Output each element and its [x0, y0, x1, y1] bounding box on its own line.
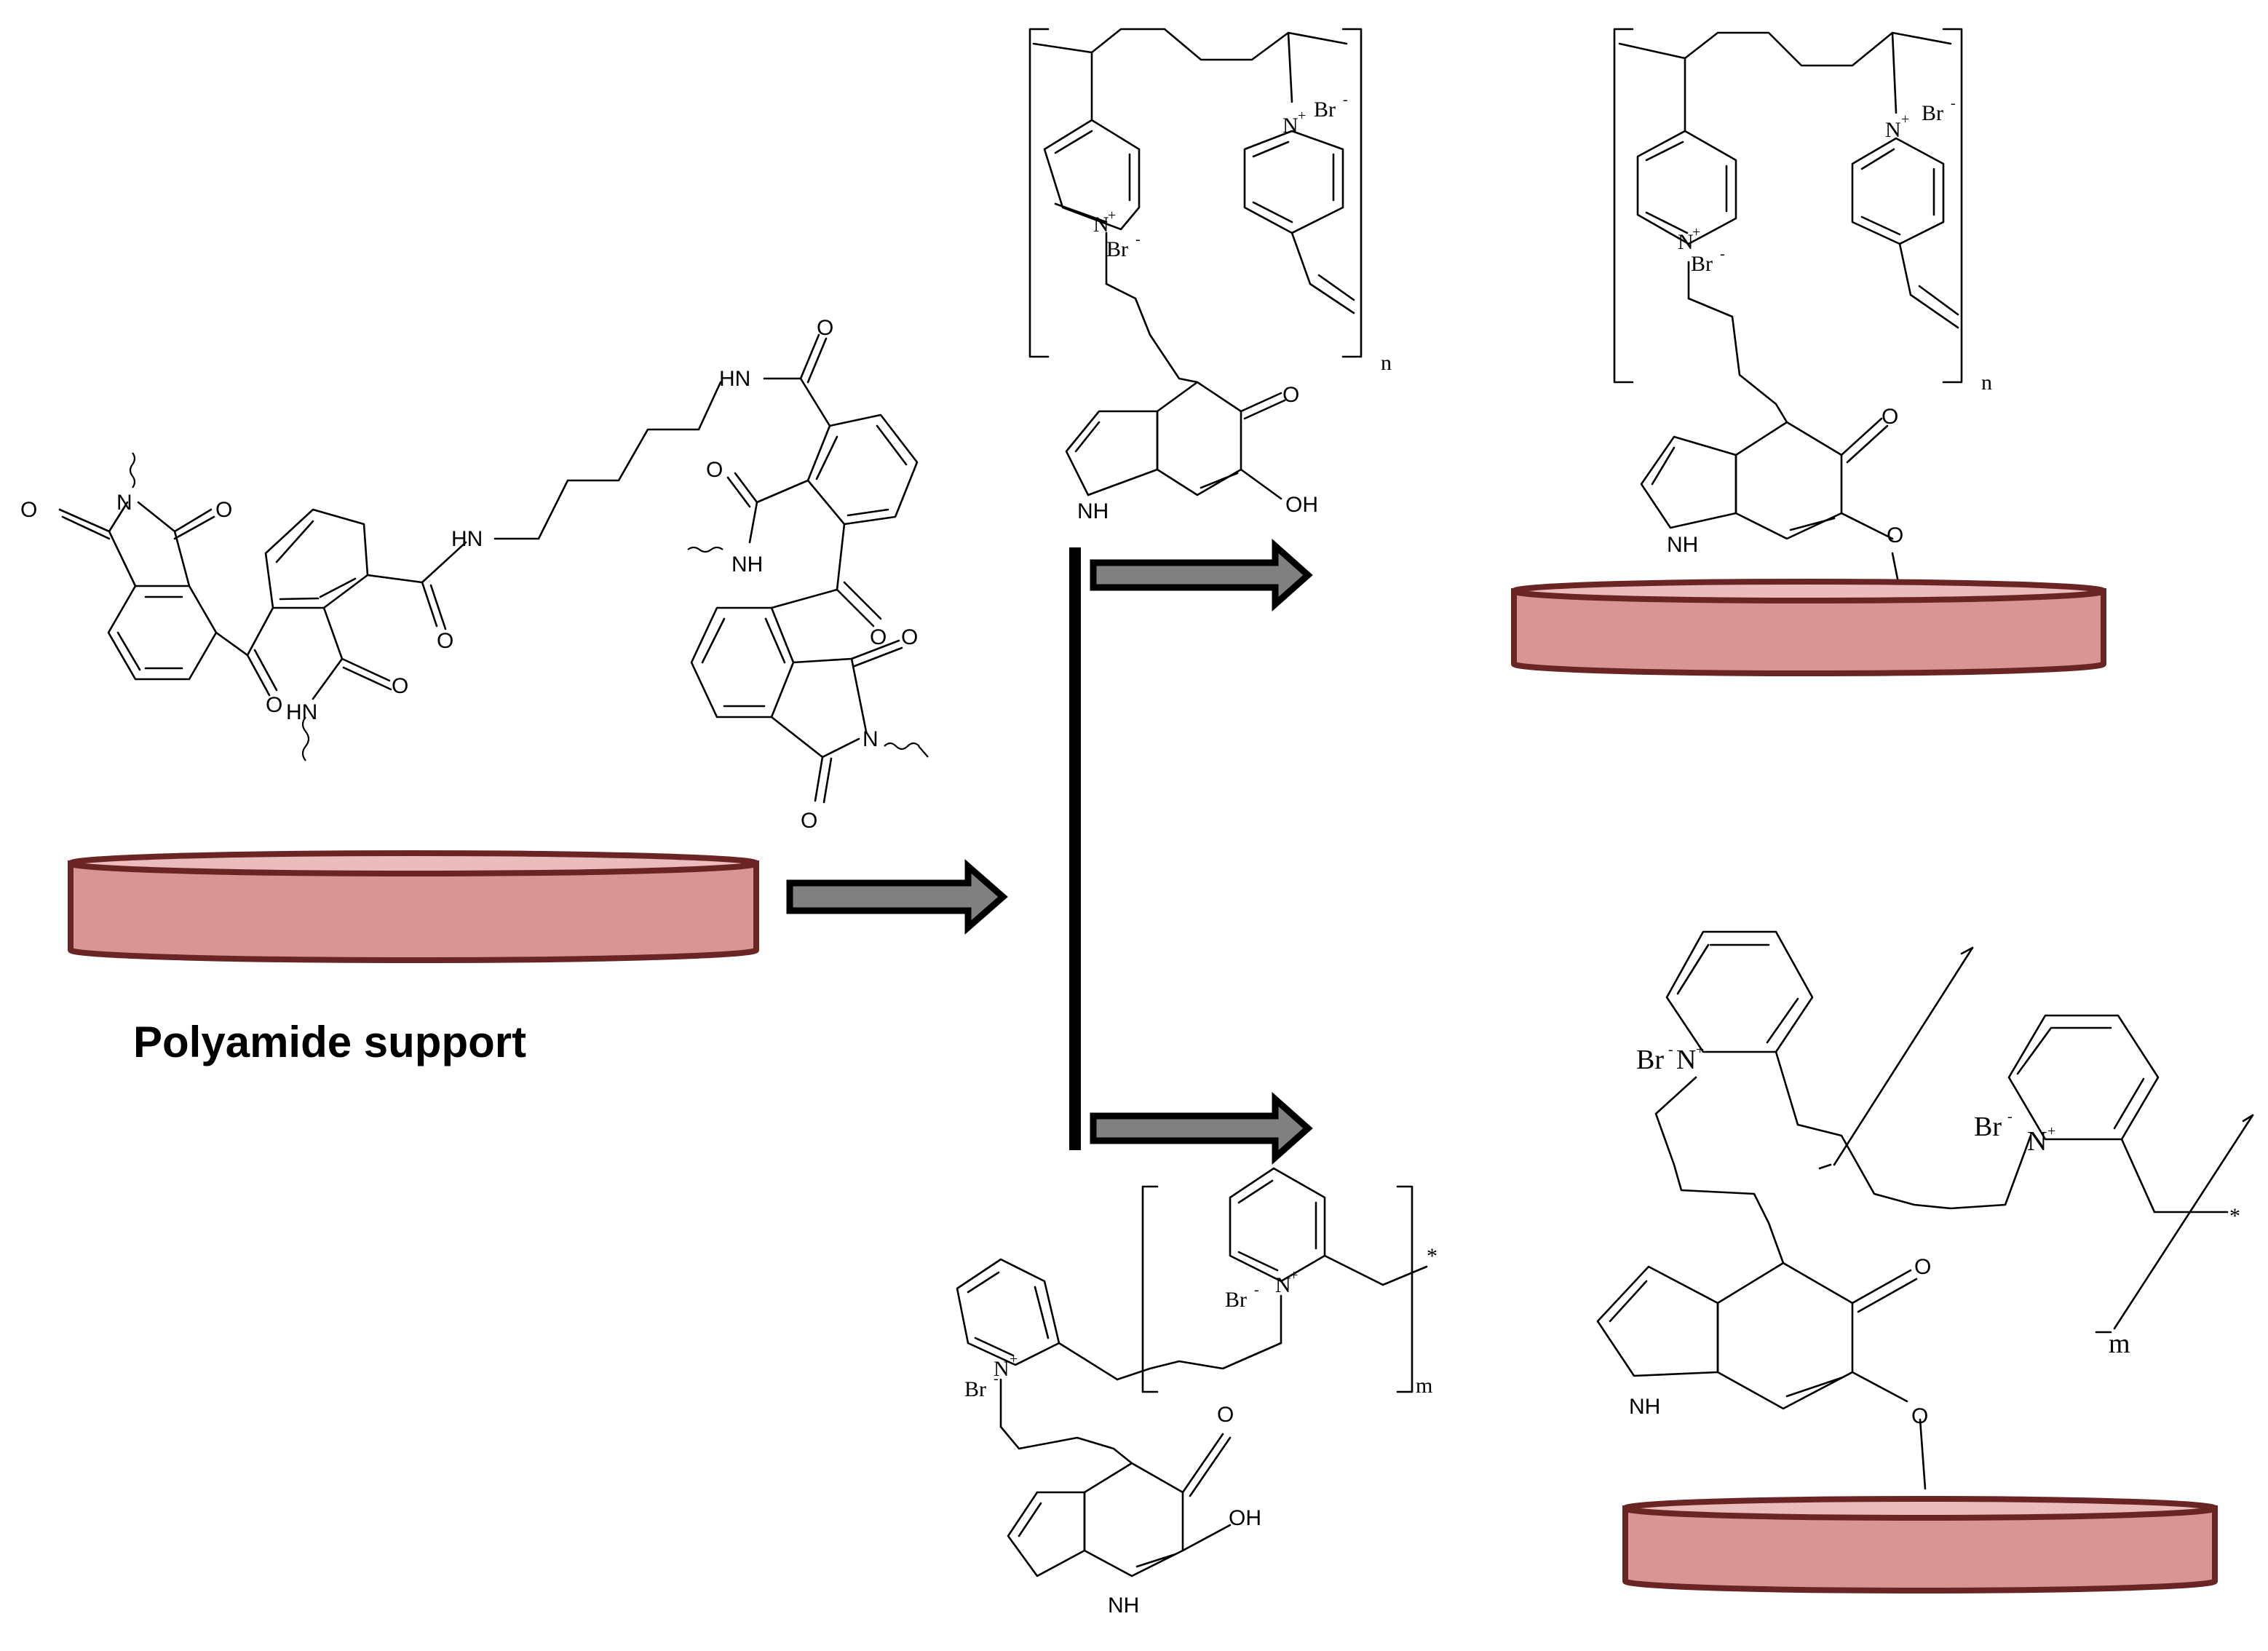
polymer-n-free-labels: N + Br - N + Br - n O OH NH [1077, 92, 1392, 523]
atom-OH-1: OH [1285, 493, 1318, 517]
grafted-support-disk-top [1511, 579, 2106, 676]
polyamide-structure [58, 333, 929, 804]
atom-Br-8: Br [1974, 1112, 2002, 1142]
atom-O-4: O [392, 674, 408, 698]
polymer-n-free [1028, 28, 1363, 500]
atom-O-16: O [1911, 1404, 1928, 1428]
polymer-m-grafted [1596, 930, 2254, 1490]
grafted-support-disk-bottom [1622, 1496, 2218, 1593]
atom-OH-2: OH [1229, 1506, 1261, 1530]
atom-NH-4: NH [1108, 1593, 1139, 1618]
atom-Br-5: Br [1225, 1288, 1247, 1312]
svg-text:+: + [1692, 224, 1700, 240]
atom-O-15: O [1914, 1255, 1931, 1279]
polymer-m-grafted-labels: Br - N + Br - N + * m O O NH [1629, 1042, 2240, 1428]
svg-text:-: - [1951, 95, 1956, 111]
atom-Br-6: Br [964, 1377, 986, 1401]
repeat-m-2: m [2109, 1329, 2130, 1359]
svg-text:-: - [1668, 1042, 1673, 1058]
atom-N-2: N [863, 727, 879, 751]
atom-Br-4: Br [1922, 101, 1943, 125]
svg-text:-: - [2007, 1109, 2013, 1125]
atom-Br-1: Br [1106, 237, 1128, 261]
atom-O-5: O [437, 629, 453, 653]
atom-Br-3: Br [1691, 252, 1713, 276]
atom-NH-5: NH [1629, 1395, 1660, 1419]
polymer-n-grafted-labels: N + Br - N + Br - n O O NH [1667, 95, 1992, 557]
atom-N-9: N [1676, 1045, 1696, 1075]
atom-O-10: O [801, 809, 817, 833]
atom-NH-2: NH [1077, 499, 1109, 523]
atom-O-13: O [1887, 523, 1903, 547]
atom-O-7: O [706, 458, 723, 482]
atom-HN-2: HN [451, 527, 483, 551]
atom-O-9: O [901, 625, 918, 649]
svg-text:-: - [994, 1371, 999, 1387]
star-1: * [1427, 1244, 1438, 1268]
arrow-bottom [1090, 1091, 1313, 1165]
polymer-m-free-labels: N + Br - * m N + Br - O OH NH [964, 1244, 1438, 1618]
svg-text:-: - [1135, 231, 1141, 248]
svg-text:+: + [1010, 1351, 1018, 1367]
reaction-arrows [786, 538, 1313, 1165]
atom-N-10: N [2027, 1126, 2047, 1157]
atom-O-3: O [266, 693, 282, 717]
atom-NH-1: NH [731, 553, 763, 577]
atom-O-1: O [20, 498, 37, 522]
atom-N-6: N [1885, 118, 1901, 142]
svg-text:+: + [1298, 108, 1306, 124]
atom-N-1: N [116, 491, 132, 515]
svg-text:-: - [1343, 92, 1348, 108]
polyamide-caption: Polyamide support [133, 1018, 526, 1066]
svg-text:+: + [1696, 1042, 1704, 1058]
svg-text:+: + [2047, 1123, 2055, 1139]
arrow-main [786, 859, 1008, 935]
atom-NH-3: NH [1667, 533, 1698, 557]
polyamide-labels: N O O O O HN O HN HN O O NH O O N O [20, 316, 918, 833]
repeat-n-2: n [1981, 371, 1992, 395]
atom-N-7: N [1275, 1273, 1291, 1297]
polymer-m-free [956, 1167, 1428, 1577]
atom-N-8: N [994, 1357, 1010, 1381]
svg-text:+: + [1290, 1267, 1298, 1283]
svg-text:-: - [1720, 246, 1725, 262]
atom-N-4: N [1282, 114, 1298, 138]
atom-N-5: N [1678, 230, 1694, 254]
atom-O-8: O [870, 625, 887, 649]
atom-O-11: O [1282, 383, 1299, 407]
polyamide-support-disk [68, 850, 759, 964]
svg-text:-: - [1254, 1282, 1259, 1298]
atom-N-3: N [1093, 213, 1109, 237]
star-2: * [2229, 1204, 2240, 1228]
atom-O-14: O [1217, 1403, 1234, 1427]
atom-O-6: O [817, 316, 833, 340]
atom-Br-2: Br [1314, 98, 1336, 122]
atom-O-12: O [1882, 405, 1898, 429]
svg-text:+: + [1108, 207, 1116, 223]
atom-HN-1: HN [286, 700, 317, 724]
arrow-top [1090, 538, 1313, 612]
repeat-n-1: n [1381, 351, 1392, 375]
repeat-m-1: m [1416, 1374, 1432, 1398]
polymer-n-grafted [1613, 28, 1963, 591]
atom-HN-3: HN [719, 367, 750, 391]
svg-text:+: + [1901, 111, 1909, 127]
atom-O-2: O [215, 498, 232, 522]
atom-Br-7: Br [1636, 1045, 1664, 1075]
